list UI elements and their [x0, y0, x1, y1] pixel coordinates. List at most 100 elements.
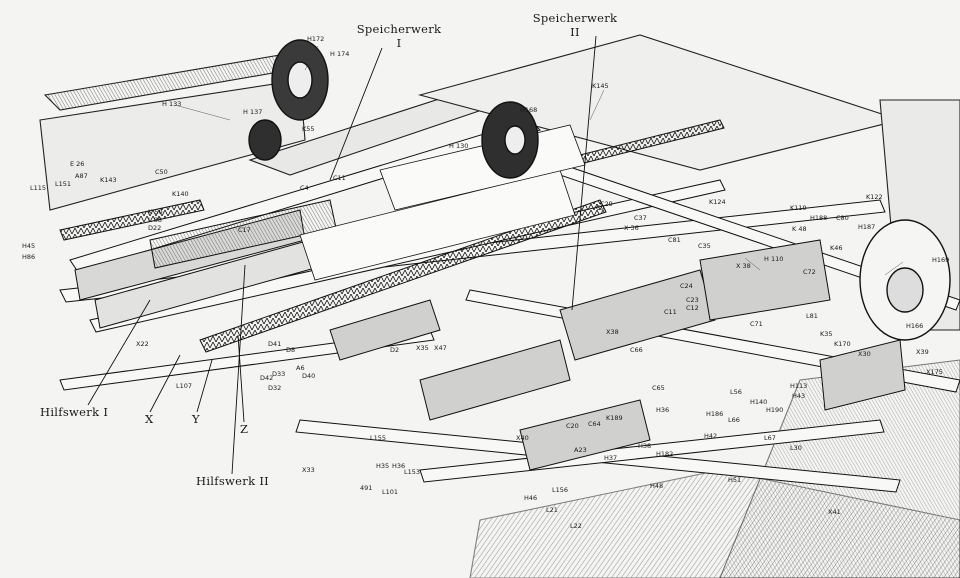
speicherwerk-1-label: Speicherwerk I [354, 22, 444, 50]
part-label: C9 [596, 204, 605, 212]
part-label: L56 [730, 388, 742, 396]
part-label: L67 [764, 434, 776, 442]
part-label: H37 [604, 454, 618, 462]
part-label: H182 [656, 450, 674, 458]
part-label: K170 [834, 340, 851, 348]
part-label: L153 [404, 468, 421, 476]
part-label: X47 [434, 344, 447, 352]
part-label: H169 [932, 256, 950, 264]
part-label: D22 [148, 224, 162, 232]
part-label: H 174 [330, 50, 350, 58]
part-label: H186 [706, 410, 724, 418]
part-label: K 48 [792, 225, 807, 233]
part-label: X41 [828, 508, 841, 516]
part-label: H 133 [162, 100, 182, 108]
part-label: C64 [588, 420, 601, 428]
part-label: H36 [392, 462, 406, 470]
part-label: C65 [652, 384, 665, 392]
part-label: X40 [516, 434, 529, 442]
part-label: L156 [552, 486, 569, 494]
part-label: L30 [790, 444, 802, 452]
speicherwerk-1-name: Speicherwerk [356, 22, 442, 36]
part-label: K35 [820, 330, 833, 338]
part-label: K119 [790, 204, 807, 212]
part-label: C12 [686, 304, 699, 312]
part-label: H35 [376, 462, 390, 470]
y-label: Y [192, 412, 200, 426]
part-label: X38 [606, 328, 619, 336]
part-label: E 26 [70, 160, 85, 168]
part-label: X175 [926, 368, 943, 376]
part-label: C24 [680, 282, 693, 290]
part-label: H172 [307, 35, 325, 43]
part-label: C11 [664, 308, 677, 316]
part-label: H187 [858, 223, 876, 231]
part-label: H 137 [243, 108, 263, 116]
part-label: H36 [656, 406, 670, 414]
part-label: A23 [574, 446, 587, 454]
speicherwerk-2-number: II [570, 25, 580, 39]
part-label: K 50 [148, 208, 163, 216]
part-label: C11 [333, 174, 346, 182]
part-label: C50 [155, 168, 168, 176]
part-label: D8 [286, 346, 296, 354]
speicherwerk-2-name: Speicherwerk [532, 11, 618, 25]
part-label: D40 [302, 372, 316, 380]
speicherwerk-2-label: Speicherwerk II [530, 11, 620, 39]
part-label: D41 [268, 340, 282, 348]
part-label: L101 [382, 488, 399, 496]
part-label: H188 [810, 214, 828, 222]
z-label: Z [240, 422, 249, 436]
part-label: H113 [790, 382, 808, 390]
part-label: L107 [176, 382, 193, 390]
part-label: C71 [750, 320, 763, 328]
part-label: H 110 [764, 255, 784, 263]
part-label: C4 [300, 184, 309, 192]
part-label: H48 [650, 482, 664, 490]
part-label: C17 [238, 226, 251, 234]
speicherwerk-1-number: I [396, 36, 402, 50]
part-label: H42 [704, 432, 718, 440]
part-label: K140 [172, 190, 189, 198]
part-label: D42 [260, 374, 274, 382]
part-label: L115 [30, 184, 47, 192]
part-ticks [174, 45, 904, 276]
part-label: X35 [416, 344, 429, 352]
part-label: C23 [686, 296, 699, 304]
part-label: X39 [916, 348, 929, 356]
wheels [248, 39, 951, 341]
part-label: C20 [566, 422, 579, 430]
part-label: L155 [370, 434, 387, 442]
part-label: K143 [100, 176, 117, 184]
part-label: D32 [268, 384, 282, 392]
part-label: L 88 [148, 216, 162, 224]
part-label: C35 [698, 242, 711, 250]
part-label: C80 [836, 214, 849, 222]
lever-clusters [329, 239, 906, 471]
part-label: C81 [668, 236, 681, 244]
part-label: X30 [858, 350, 871, 358]
part-label: L66 [728, 416, 740, 424]
part-label: L151 [55, 180, 72, 188]
part-label: H38 [638, 442, 652, 450]
part-label: D33 [272, 370, 286, 378]
hilfswerk-1-label: Hilfswerk I [40, 405, 109, 419]
leader-lines [87, 35, 597, 475]
part-label: A6 [296, 364, 305, 372]
part-label: C29 [600, 200, 613, 208]
part-label: K189 [606, 414, 623, 422]
part-label: X 38 [736, 262, 751, 270]
part-label: C37 [634, 214, 647, 222]
part-label: H166 [906, 322, 924, 330]
part-label: K145 [592, 82, 609, 90]
part-label: X22 [136, 340, 149, 348]
part-label: K124 [709, 198, 726, 206]
part-label: K46 [830, 244, 843, 252]
part-label: X 36 [624, 224, 639, 232]
part-label: L21 [546, 506, 558, 514]
part-label: A87 [75, 172, 88, 180]
part-label: H168 [520, 106, 538, 114]
part-label: H190 [766, 406, 784, 414]
part-label: H86 [22, 253, 36, 261]
